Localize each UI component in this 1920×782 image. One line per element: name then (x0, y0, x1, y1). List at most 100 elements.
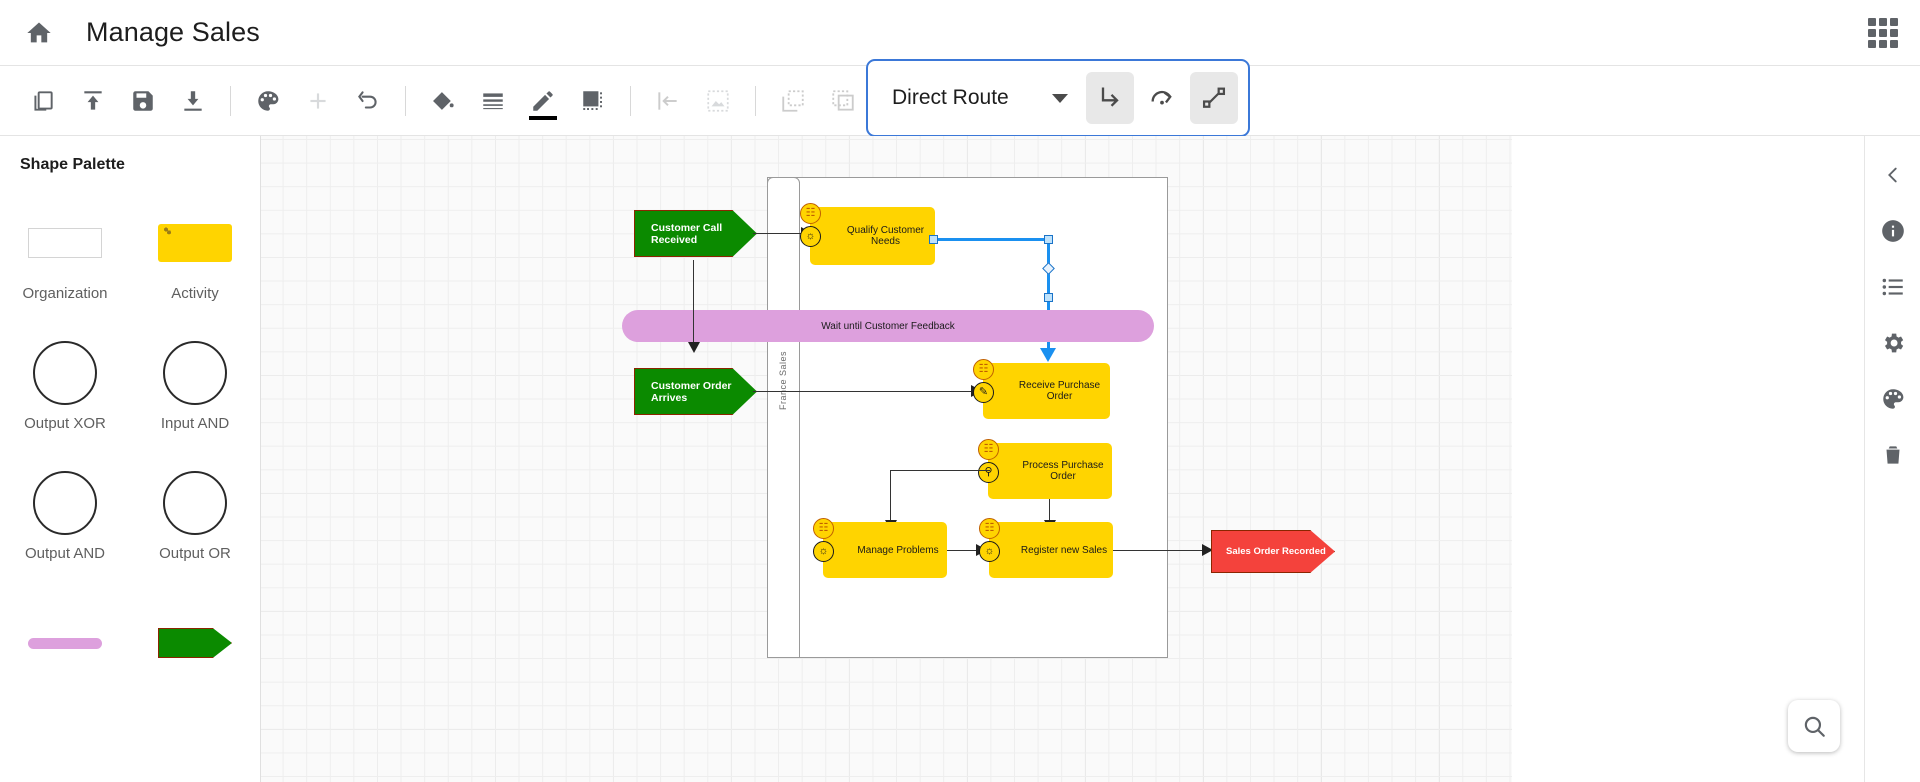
orthogonal-route-button[interactable] (1086, 72, 1134, 124)
node-label: Wait until Customer Feedback (821, 320, 955, 332)
lane-france-sales[interactable] (767, 177, 800, 658)
edge-process-to-manage-h[interactable] (890, 470, 990, 472)
edge-register-to-recorded[interactable] (1113, 550, 1209, 552)
upload-button[interactable] (68, 76, 118, 126)
shape-output-and[interactable]: Output AND (0, 448, 130, 578)
connector-handle-end[interactable] (1044, 293, 1053, 302)
arrowhead-icon (688, 342, 700, 353)
event-sales-order-recorded[interactable]: Sales Order Recorded (1211, 530, 1335, 573)
zoom-button[interactable] (1788, 700, 1840, 752)
shape-input-and[interactable]: Input AND (130, 318, 260, 448)
shape-label: Output OR (159, 544, 231, 562)
arrowhead-icon (1202, 544, 1213, 556)
curved-route-button[interactable] (1138, 72, 1186, 124)
line-style-button[interactable] (468, 76, 518, 126)
connector-handle-corner[interactable] (1044, 235, 1053, 244)
node-label: Sales Order Recorded (1226, 546, 1326, 557)
apps-grid-icon[interactable] (1868, 17, 1898, 48)
event-customer-order-arrives[interactable]: Customer Order Arrives (634, 368, 757, 415)
node-label: Qualify Customer Needs (846, 225, 925, 247)
lane-label: France Sales (778, 351, 788, 411)
shape-event-arrow[interactable] (130, 578, 260, 708)
info-button[interactable] (1876, 214, 1910, 248)
edge-process-to-register[interactable] (1049, 499, 1051, 523)
organization-badge-icon: ☷ (979, 518, 1000, 539)
undo-button[interactable] (343, 76, 393, 126)
shape-wait-bar[interactable] (0, 578, 130, 708)
shape-organization[interactable]: Organization (0, 188, 130, 318)
home-icon[interactable] (22, 16, 56, 50)
activity-shape-icon (158, 205, 232, 281)
role-badge-icon: ☼ (800, 226, 821, 247)
chevron-down-icon (1052, 93, 1068, 103)
shape-label: Output XOR (24, 414, 106, 432)
toolbar-divider (405, 85, 406, 116)
toolbar-divider (755, 85, 756, 116)
role-badge-icon: ☼ (813, 541, 834, 562)
right-rail (1864, 136, 1920, 782)
add-button[interactable] (293, 76, 343, 126)
organization-badge-icon: ☷ (978, 439, 999, 460)
straight-route-button[interactable] (1190, 72, 1238, 124)
selected-connector-segment-h[interactable] (933, 238, 1050, 241)
edge-call-to-qualify[interactable] (753, 233, 808, 235)
palette-button[interactable] (243, 76, 293, 126)
delete-button[interactable] (1876, 438, 1910, 472)
shape-activity[interactable]: Activity (130, 188, 260, 318)
activity-process-purchase-order[interactable]: ☷ ⚲ Process Purchase Order (978, 439, 1112, 499)
shape-palette-grid: Organization Activity Output XOR Input A… (0, 188, 260, 708)
shape-output-xor[interactable]: Output XOR (0, 318, 130, 448)
edge-manage-to-register[interactable] (947, 550, 983, 552)
insert-image-button[interactable] (693, 76, 743, 126)
bring-to-front-button[interactable] (818, 76, 868, 126)
organization-badge-icon: ☷ (973, 359, 994, 380)
event-arrow-shape-icon (158, 605, 232, 681)
toolbar-divider (230, 85, 231, 116)
shape-label: Input AND (160, 414, 230, 432)
fill-color-button[interactable] (418, 76, 468, 126)
activity-manage-problems[interactable]: ☷ ☼ Manage Problems (813, 518, 947, 578)
edge-order-to-receive[interactable] (753, 391, 977, 393)
shape-label: Organization (22, 284, 108, 302)
shape-label: Output AND (24, 544, 106, 562)
send-to-back-button[interactable] (768, 76, 818, 126)
node-label: Manage Problems (857, 544, 939, 556)
organization-shape-icon (28, 205, 102, 281)
output-and-shape-icon (33, 465, 97, 541)
activity-receive-purchase-order[interactable]: ☷ ✎ Receive Purchase Order (973, 359, 1110, 419)
route-settings-group: Direct Route (866, 59, 1250, 137)
settings-button[interactable] (1876, 326, 1910, 360)
node-label: Customer Order Arrives (651, 379, 732, 404)
activity-register-new-sales[interactable]: ☷ ☼ Register new Sales (979, 518, 1113, 578)
connector-arrowhead-icon (1040, 348, 1056, 362)
download-button[interactable] (168, 76, 218, 126)
activity-qualify-customer-needs[interactable]: ☷ ☼ Qualify Customer Needs (800, 203, 935, 265)
shape-palette-title: Shape Palette (20, 156, 125, 173)
theme-button[interactable] (1876, 382, 1910, 416)
copy-button[interactable] (18, 76, 68, 126)
shape-palette-panel: Shape Palette Organization Activity Outp… (0, 136, 261, 782)
connector-handle-start[interactable] (929, 235, 938, 244)
route-type-value: Direct Route (892, 86, 1009, 109)
wait-until-customer-feedback[interactable]: Wait until Customer Feedback (622, 310, 1154, 342)
node-label: Customer Call Received (651, 221, 723, 246)
organization-badge-icon: ☷ (800, 203, 821, 224)
node-label: Receive Purchase Order (1018, 380, 1101, 402)
event-customer-call-received[interactable]: Customer Call Received (634, 210, 757, 257)
save-button[interactable] (118, 76, 168, 126)
input-and-shape-icon (163, 335, 227, 411)
pencil-button[interactable] (518, 76, 568, 126)
list-button[interactable] (1876, 270, 1910, 304)
organization-badge-icon: ☷ (813, 518, 834, 539)
role-badge-icon: ✎ (973, 382, 994, 403)
output-or-shape-icon (163, 465, 227, 541)
align-left-button[interactable] (643, 76, 693, 126)
diagram-canvas[interactable]: France Sales Customer Call Received ☷ ☼ … (261, 136, 1512, 782)
output-xor-shape-icon (33, 335, 97, 411)
edge-process-to-manage-v[interactable] (890, 470, 892, 522)
shadow-button[interactable] (568, 76, 618, 126)
collapse-panel-button[interactable] (1876, 158, 1910, 192)
route-type-select[interactable]: Direct Route (878, 72, 1082, 124)
shape-output-or[interactable]: Output OR (130, 448, 260, 578)
edge-call-to-order[interactable] (693, 260, 695, 344)
